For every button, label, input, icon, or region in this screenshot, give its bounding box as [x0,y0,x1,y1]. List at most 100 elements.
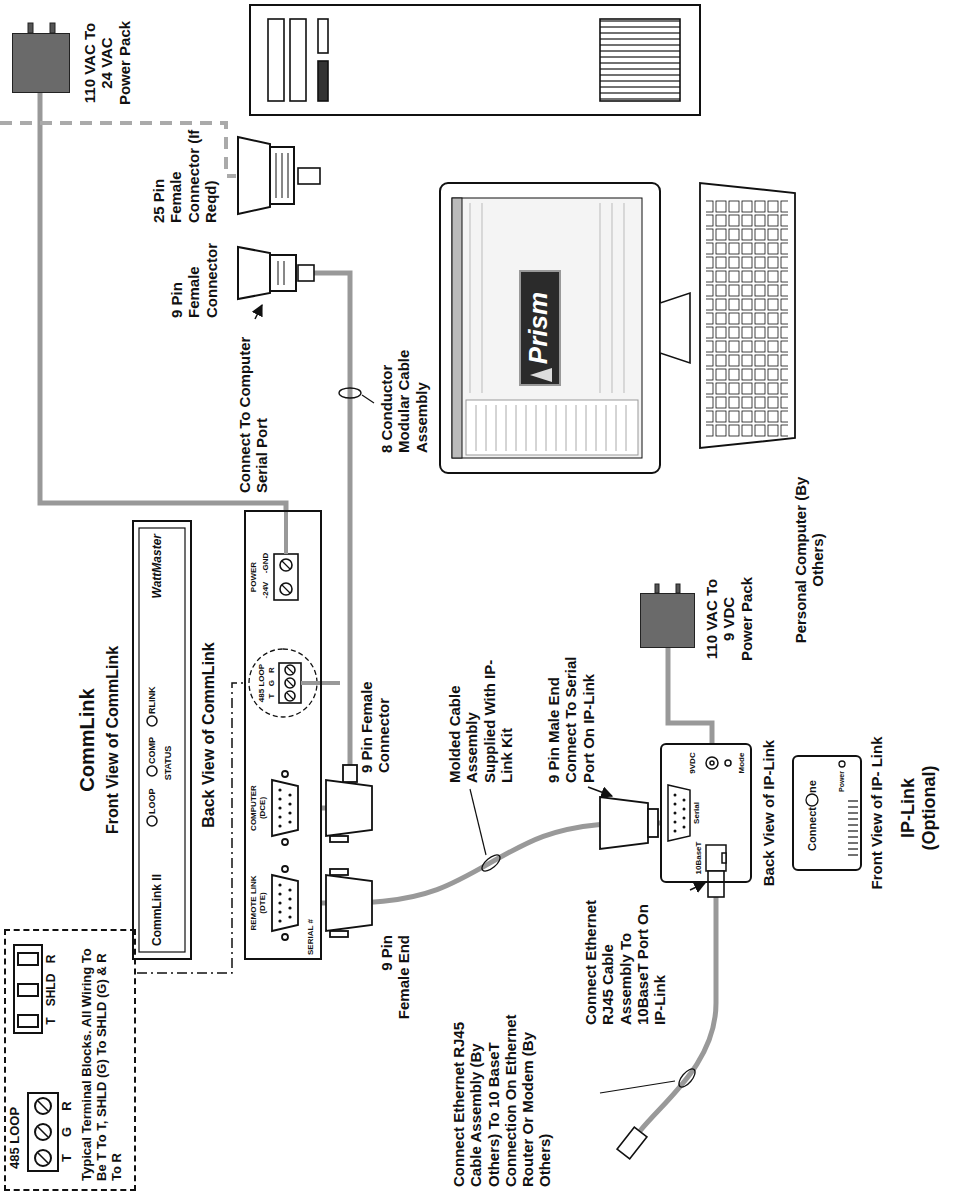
rj45-plug [617,1127,647,1159]
ip-link-front-detail [848,797,858,857]
ip-link-ports [706,845,726,871]
port-label: 9VDC [688,748,697,778]
leader-line [362,395,374,403]
computer-tower [290,19,306,101]
rj45-plug [708,871,724,897]
terminal-label: 485 LOOP [257,658,266,708]
db9-hood [330,931,348,937]
view-title: Back View of CommLink [200,585,218,885]
terminal-block-shield [18,953,38,965]
pin-name: -GND [261,549,270,577]
pin-name: R [60,1096,75,1116]
computer-monitor [476,405,626,451]
port-label: REMOTE LINK (DTE) [249,873,267,933]
ip-link-front-detail [839,761,845,767]
computer-monitor [530,368,552,382]
keyboard [700,183,795,448]
callout-note: Molded Cable Assembly Supplied With IP-L… [446,653,515,783]
front-panel-detail [147,766,157,776]
callout-note: 8 Conductor Modular Cable Assembly [378,323,430,453]
terminal-block-shield [18,1015,38,1027]
connector-pin [288,811,291,814]
connector-pin [288,793,291,796]
db9-hood [236,243,298,303]
node-text: 25 Pin Female Connector (If Reqd) [150,128,219,223]
db9-port [282,866,288,872]
port-label: COMPUTER (DCE) [249,778,267,838]
panel-label: STATUS [163,733,173,793]
device-title: IP-Link (Optional) [898,753,939,863]
connector-pin [683,808,686,811]
db25-connector: 25 Pin Female Connector (If Reqd) [236,133,298,218]
node-text: SERIAL # [306,905,315,955]
connector-pin [278,910,281,913]
terminal-block-485 [28,1093,58,1171]
device-title: CommLink [76,640,99,840]
power-pack-prongs [50,23,55,33]
connector-pin [683,817,686,820]
front-panel-detail [147,816,157,826]
node-text: Back View of IP-Link [760,723,777,903]
computer-tower [250,5,700,115]
db9-hood [343,765,357,782]
db25-hood [238,137,270,214]
db9-port [272,875,298,931]
computer-monitor [466,400,638,455]
db9-hood [278,261,284,285]
db25-hood [276,153,288,198]
connector-pin [674,830,677,833]
connector-pin [278,919,281,922]
power-pack-prongs [676,584,680,593]
db9-male-end [648,809,658,837]
computer-tower [600,19,680,101]
terminal-block [282,561,293,699]
connector-pin [288,897,291,900]
callout-note: 9 Pin Male End Connect To Serial Port On… [545,633,597,783]
pin-name: T [60,1148,75,1168]
node-text: 110 VAC To 24 VAC Power Pack [81,13,133,113]
terminal-label: 485 LOOP [8,1079,23,1169]
pin-name: -24V [261,577,270,603]
cable [298,273,350,808]
port-label: Mode [737,748,746,778]
db9-port [272,780,298,836]
computer-monitor [440,183,660,473]
computer-monitor [660,293,690,363]
pin-name: G [60,1122,75,1142]
plug [298,168,320,184]
db9-port [282,934,288,940]
leader-line [470,789,486,855]
db9-hood [326,765,372,937]
logo-text: Prism [524,278,554,378]
callout-note: 9 Pin Female End [378,935,413,1025]
db9-hood [238,247,270,299]
plug [298,168,320,281]
connector-pin [683,826,686,829]
connector-pin [674,803,677,806]
db9-port [282,771,288,777]
connector-pin [674,794,686,833]
computer-monitor [452,198,462,458]
pin-name: T [267,690,276,702]
db9-hood [270,255,296,291]
power-pack-prongs [655,584,659,593]
ip-link-ports [710,761,714,765]
terminal-block-shield [18,984,38,996]
callout-note: Connect Ethernet RJ45 Cable Assembly To … [582,885,668,1025]
ip-link-ports [668,785,690,841]
power-pack: 110 VAC To 24 VAC Power Pack [12,33,70,93]
ip-link-front-detail [806,794,818,806]
node-text: 9 Pin Female Connector [168,228,220,318]
connector-pin [674,794,677,797]
ip-link-front: Front View of IP- Link [792,755,862,871]
ip-link-ports [725,760,731,766]
connector-pin [288,906,291,909]
db9-hood [330,869,348,875]
node-text: Typical Terminal Blocks. All Wiring To B… [80,937,125,1181]
pin-name: R [267,664,276,676]
front-panel-detail [139,528,185,952]
